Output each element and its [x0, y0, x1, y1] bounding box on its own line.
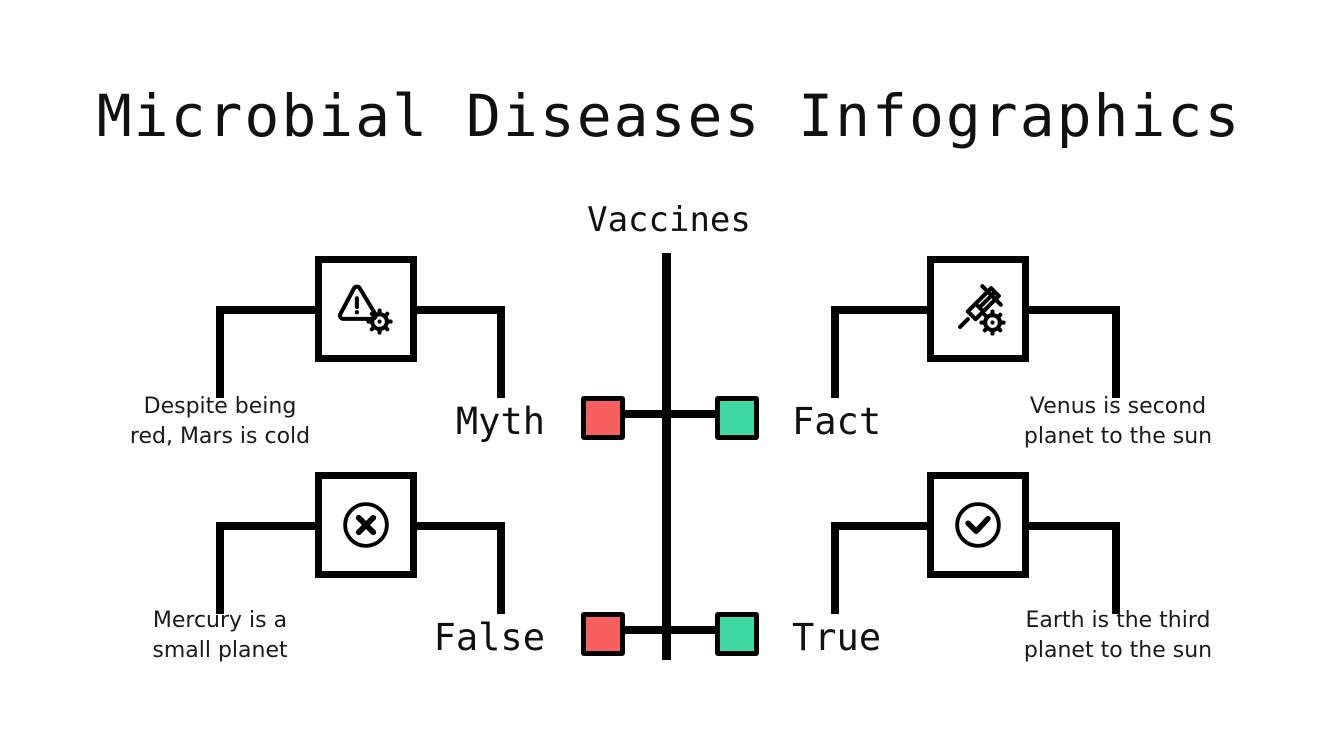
center-topic-label: Vaccines	[587, 200, 751, 240]
status-chip-red-top[interactable]	[581, 396, 625, 440]
bracket-false	[216, 522, 505, 614]
bracket-leg-inner	[831, 522, 839, 614]
bracket-leg-outer	[216, 522, 224, 614]
bracket-leg-outer	[1112, 522, 1120, 614]
node-row-bottom	[578, 608, 760, 660]
bracket-leg-outer	[216, 306, 224, 398]
description-fact: Venus is second planet to the sun	[968, 392, 1268, 452]
center-vertical-connector	[662, 253, 671, 660]
description-line: red, Mars is cold	[129, 424, 311, 449]
description-false: Mercury is a small planet	[70, 606, 370, 666]
status-chip-red-bottom[interactable]	[581, 612, 625, 656]
bracket-myth	[216, 306, 505, 398]
bracket-bar-left-segment	[831, 522, 934, 530]
bracket-bar-right-segment	[406, 522, 505, 530]
bracket-bar-left-segment	[216, 522, 323, 530]
verdict-label-myth: Myth	[455, 400, 545, 443]
bracket-leg-inner	[497, 306, 505, 398]
connector-stub-right	[671, 410, 717, 418]
icon-box-true[interactable]	[927, 472, 1029, 578]
bracket-leg-inner	[497, 522, 505, 614]
connector-stub-left	[625, 626, 671, 634]
description-line: small planet	[152, 638, 288, 663]
icon-box-false[interactable]	[315, 472, 417, 578]
node-row-top	[578, 392, 760, 444]
connector-stub-right	[671, 626, 717, 634]
connector-stub-left	[625, 410, 671, 418]
description-line: planet to the sun	[1023, 424, 1213, 449]
bracket-true	[831, 522, 1120, 614]
description-true: Earth is the third planet to the sun	[968, 606, 1268, 666]
bracket-fact	[831, 306, 1120, 398]
description-line: Venus is second	[1029, 394, 1207, 419]
description-myth: Despite being red, Mars is cold	[70, 392, 370, 452]
description-line: Mercury is a	[152, 608, 288, 633]
status-chip-green-bottom[interactable]	[715, 612, 759, 656]
bracket-bar-right-segment	[1021, 306, 1120, 314]
bracket-leg-inner	[831, 306, 839, 398]
bracket-bar-right-segment	[406, 306, 505, 314]
syringe-virus-icon	[947, 278, 1009, 340]
verdict-label-fact: Fact	[792, 400, 882, 443]
bracket-bar-right-segment	[1021, 522, 1120, 530]
circle-cross-icon	[337, 496, 395, 554]
description-line: Earth is the third	[1025, 608, 1211, 633]
bracket-bar-left-segment	[831, 306, 934, 314]
description-line: Despite being	[143, 394, 297, 419]
page-title: Microbial Diseases Infographics	[96, 82, 1242, 150]
status-chip-green-top[interactable]	[715, 396, 759, 440]
warning-virus-icon	[335, 278, 397, 340]
bracket-bar-left-segment	[216, 306, 323, 314]
icon-box-myth[interactable]	[315, 256, 417, 362]
verdict-label-true: True	[792, 616, 882, 659]
bracket-leg-outer	[1112, 306, 1120, 398]
circle-check-icon	[949, 496, 1007, 554]
description-line: planet to the sun	[1023, 638, 1213, 663]
verdict-label-false: False	[433, 616, 545, 659]
icon-box-fact[interactable]	[927, 256, 1029, 362]
